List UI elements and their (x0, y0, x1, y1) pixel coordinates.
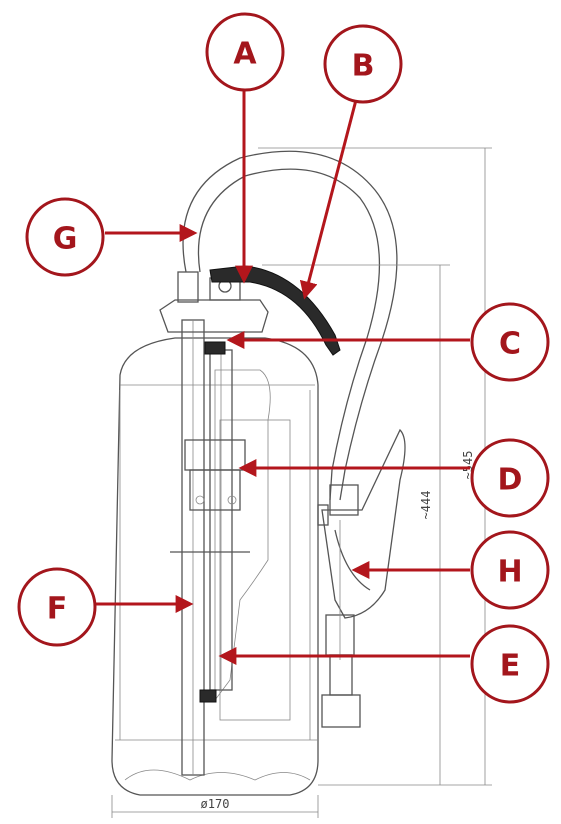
valve-head (159, 299, 269, 333)
callout-f: F (17, 567, 97, 647)
callout-b: B (323, 24, 403, 104)
svg-text:B: B (352, 49, 375, 84)
callout-d: D (470, 438, 550, 518)
callout-g: G (25, 197, 105, 277)
callout-e: E (470, 624, 550, 704)
leader-b (299, 99, 358, 300)
svg-text:A: A (233, 37, 257, 72)
nozzle (321, 428, 406, 619)
cylinder-body (111, 337, 319, 796)
lever-handle (209, 265, 341, 356)
callout-h: H (470, 530, 550, 610)
extinguisher-drawing: ~545 ~444 ø170 (111, 147, 492, 818)
svg-text:C: C (499, 327, 521, 362)
leader-lines (96, 88, 470, 665)
dimension-body-height: ~444 (419, 491, 433, 520)
callout-c: C (470, 302, 550, 382)
callout-a: A (205, 12, 285, 92)
svg-text:F: F (47, 592, 68, 627)
svg-text:E: E (500, 649, 521, 684)
svg-text:H: H (497, 555, 522, 590)
svg-text:D: D (498, 463, 523, 498)
dimension-diameter: ø170 (201, 797, 230, 811)
svg-text:G: G (53, 222, 78, 257)
hose (182, 150, 398, 501)
